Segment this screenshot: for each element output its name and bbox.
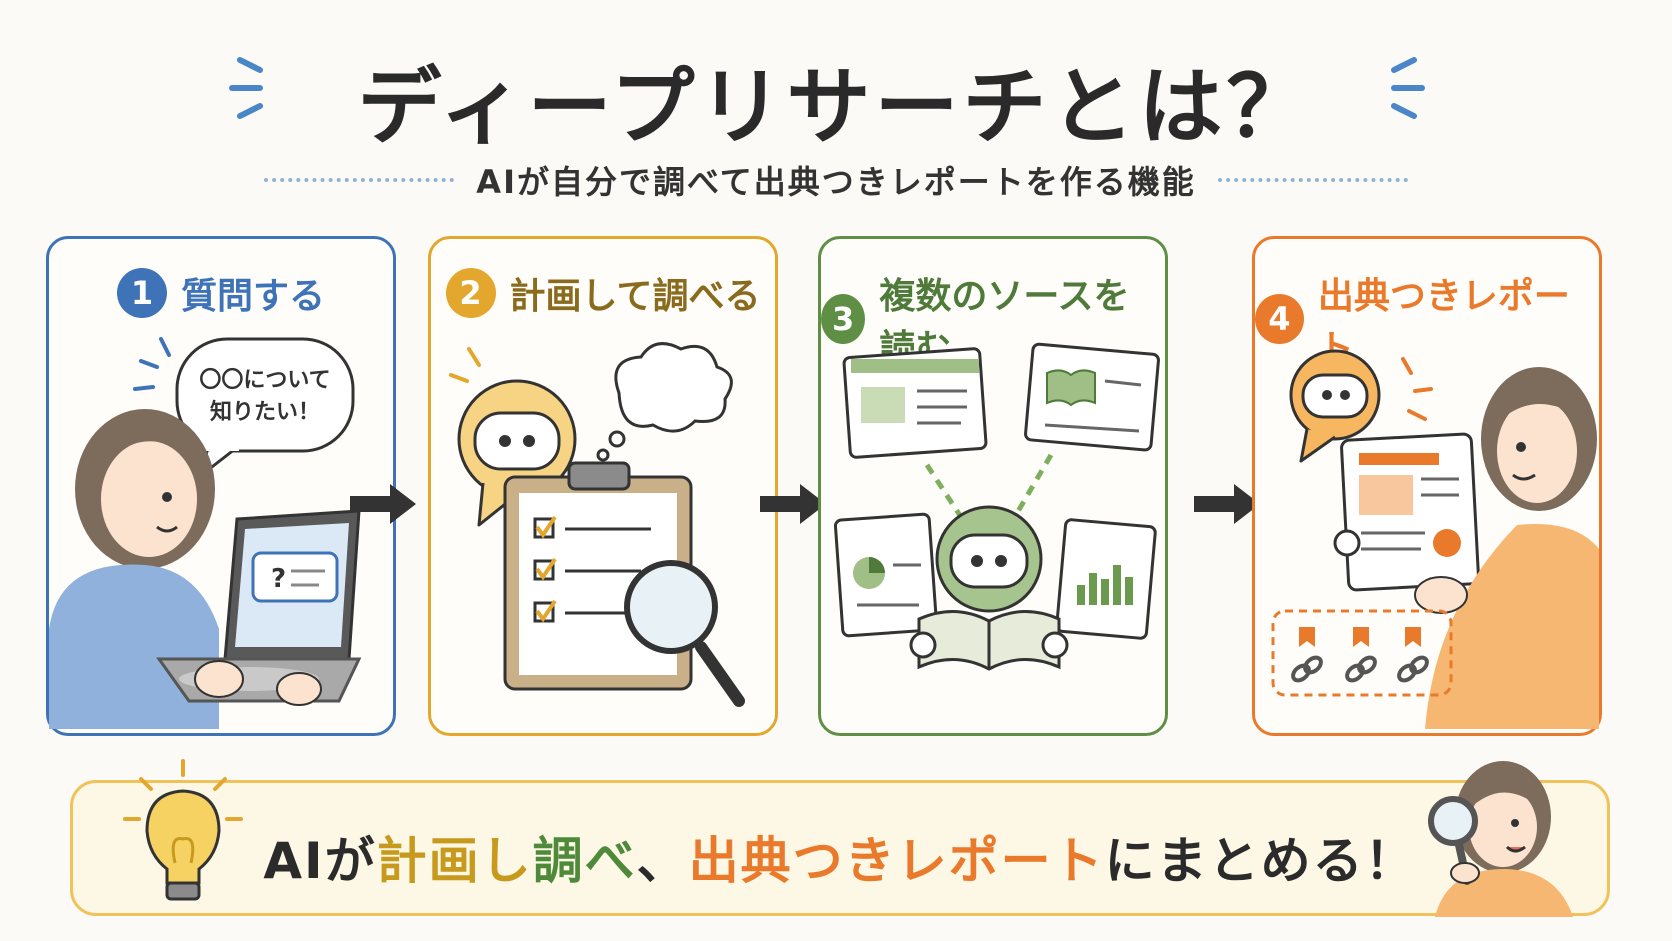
sparkle-icon-left bbox=[229, 57, 263, 119]
pie-chart-icon bbox=[833, 512, 939, 638]
dotted-divider bbox=[1217, 178, 1408, 182]
step-card-3: 3 複数のソースを読む bbox=[818, 236, 1168, 736]
step-number: 1 bbox=[116, 268, 167, 318]
step-card-4: 4 出典つきレポート bbox=[1252, 236, 1602, 736]
dotted-divider bbox=[264, 178, 455, 182]
bar-chart-icon bbox=[1055, 518, 1157, 640]
bubble-text-line1: 〇〇について bbox=[199, 368, 330, 393]
person-magnifier-illustration bbox=[1428, 761, 1573, 917]
thought-cloud-icon bbox=[596, 342, 733, 462]
summary-research: 調べ bbox=[532, 832, 637, 890]
sparkle-icon bbox=[133, 337, 171, 391]
step-number: 4 bbox=[1255, 294, 1304, 344]
book-icon bbox=[1024, 342, 1160, 452]
sparkle-icon-right bbox=[1391, 57, 1425, 119]
bookmark-icon bbox=[1405, 627, 1421, 647]
robot-icon bbox=[909, 505, 1069, 671]
magnifier-icon bbox=[624, 560, 745, 707]
summary-part-6: にまとめる！ bbox=[1104, 832, 1417, 890]
arrow-right-icon bbox=[350, 484, 416, 524]
summary-part-1: AIが bbox=[263, 832, 377, 890]
person-laptop-illustration: 〇〇について 知りたい！ ? bbox=[49, 337, 362, 729]
step-header: 1 質問する bbox=[49, 267, 393, 319]
web-page-icon bbox=[842, 347, 988, 459]
step-title: 質問する bbox=[180, 276, 325, 317]
step-title: 計画して調べる bbox=[509, 276, 761, 317]
robot-icon bbox=[1289, 349, 1381, 463]
sparkle-icon bbox=[1401, 357, 1433, 421]
bookmark-icon bbox=[1299, 627, 1315, 647]
step-header: 3 複数のソースを読む bbox=[821, 267, 1165, 371]
page-title: ディープリサーチとは？ bbox=[357, 58, 1315, 156]
step-card-1: 1 質問する 〇〇について 知りたい！ ? bbox=[46, 236, 396, 736]
summary-text: AIが計画し調べ、出典つきレポートにまとめる！ bbox=[73, 821, 1607, 893]
step-number: 2 bbox=[445, 268, 496, 318]
step-number: 3 bbox=[821, 294, 866, 344]
bubble-text-line2: 知りたい！ bbox=[210, 399, 320, 425]
link-icon bbox=[1291, 655, 1429, 683]
lightbulb-icon bbox=[123, 759, 243, 901]
report-document bbox=[1340, 432, 1480, 592]
subtitle-row: AIが自分で調べて出典つきレポートを作る機能 bbox=[0, 158, 1672, 202]
sparkle-icon bbox=[449, 347, 481, 383]
planning-illustration bbox=[449, 342, 745, 707]
question-glyph: ? bbox=[271, 564, 286, 594]
sources-illustration bbox=[833, 342, 1160, 671]
arrow-right-icon bbox=[1194, 484, 1260, 524]
summary-report: 出典つきレポート bbox=[688, 832, 1105, 890]
summary-banner: AIが計画し調べ、出典つきレポートにまとめる！ bbox=[70, 759, 1610, 917]
bookmark-icon bbox=[1353, 627, 1369, 647]
arrow-right-icon bbox=[760, 484, 826, 524]
step-title: 複数のソースを読む bbox=[879, 276, 1130, 369]
step-card-2: 2 計画して調べる bbox=[428, 236, 778, 736]
step-header: 2 計画して調べる bbox=[431, 267, 775, 319]
page-subtitle: AIが自分で調べて出典つきレポートを作る機能 bbox=[476, 163, 1196, 201]
checklist bbox=[533, 515, 651, 623]
summary-plan: 計画し bbox=[376, 832, 533, 890]
citation-box bbox=[1271, 609, 1453, 697]
report-illustration bbox=[1271, 349, 1599, 729]
summary-comma: 、 bbox=[636, 832, 689, 890]
